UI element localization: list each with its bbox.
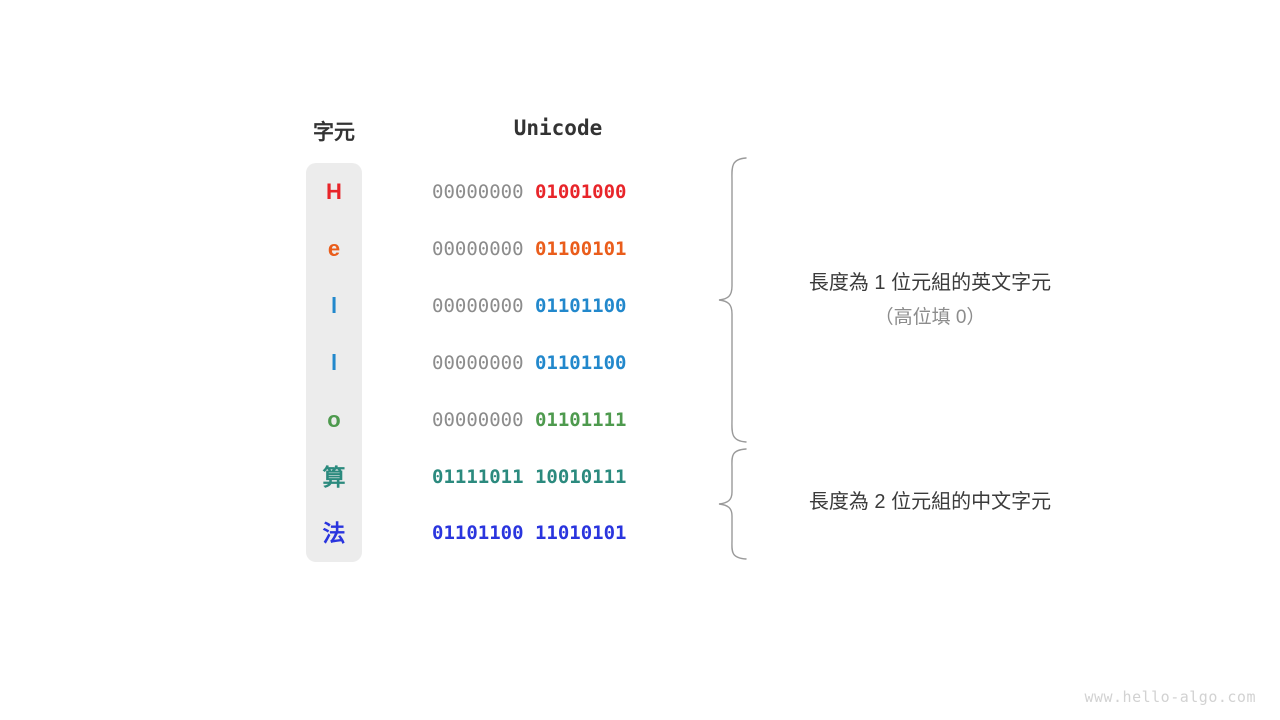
brace-one-byte-group [718, 157, 747, 443]
row-low-byte: 01101100 [534, 295, 627, 317]
row-low-byte: 01100101 [534, 238, 627, 260]
row-high-byte: 00000000 [432, 409, 524, 431]
row-low-byte: 11010101 [534, 522, 627, 544]
annotation-one-byte-line2: （高位填 0） [874, 307, 986, 328]
row-low-byte: 01101111 [534, 409, 627, 431]
annotation-one-byte: 長度為 1 位元組的英文字元 （高位填 0） [770, 265, 1090, 335]
row-low-byte: 01101100 [534, 352, 627, 374]
annotation-two-byte-line1: 長度為 2 位元組的中文字元 [808, 491, 1052, 513]
row-high-byte: 01111011 [432, 466, 524, 488]
row-character: 算 [322, 464, 346, 490]
row-unicode-bits: 01111011 10010111 [432, 460, 684, 494]
row-character: 法 [322, 520, 346, 546]
row-low-byte: 01001000 [534, 181, 627, 203]
row-high-byte: 00000000 [432, 295, 524, 317]
column-header-character: 字元 [313, 121, 355, 144]
row-character: l [330, 293, 338, 318]
row-unicode-bits: 00000000 01101100 [432, 289, 684, 323]
row-unicode-bits: 01101100 11010101 [432, 516, 684, 550]
row-unicode-bits: 00000000 01100101 [432, 232, 684, 266]
brace-two-byte-group [718, 448, 747, 560]
row-unicode-bits: 00000000 01101111 [432, 403, 684, 437]
row-high-byte: 00000000 [432, 181, 524, 203]
character-column-background [306, 163, 362, 562]
row-character: o [327, 407, 341, 432]
row-low-byte: 10010111 [534, 466, 627, 488]
column-header-unicode: Unicode [513, 116, 603, 140]
watermark: www.hello-algo.com [1084, 688, 1256, 706]
row-character: H [326, 179, 342, 204]
row-high-byte: 01101100 [432, 522, 524, 544]
annotation-one-byte-line1: 長度為 1 位元組的英文字元 [808, 272, 1052, 294]
row-unicode-bits: 00000000 01101100 [432, 346, 684, 380]
row-high-byte: 00000000 [432, 238, 524, 260]
annotation-two-byte: 長度為 2 位元組的中文字元 [770, 484, 1090, 520]
row-character: e [327, 236, 341, 261]
row-unicode-bits: 00000000 01001000 [432, 175, 684, 209]
row-high-byte: 00000000 [432, 352, 524, 374]
row-character: l [330, 350, 338, 375]
